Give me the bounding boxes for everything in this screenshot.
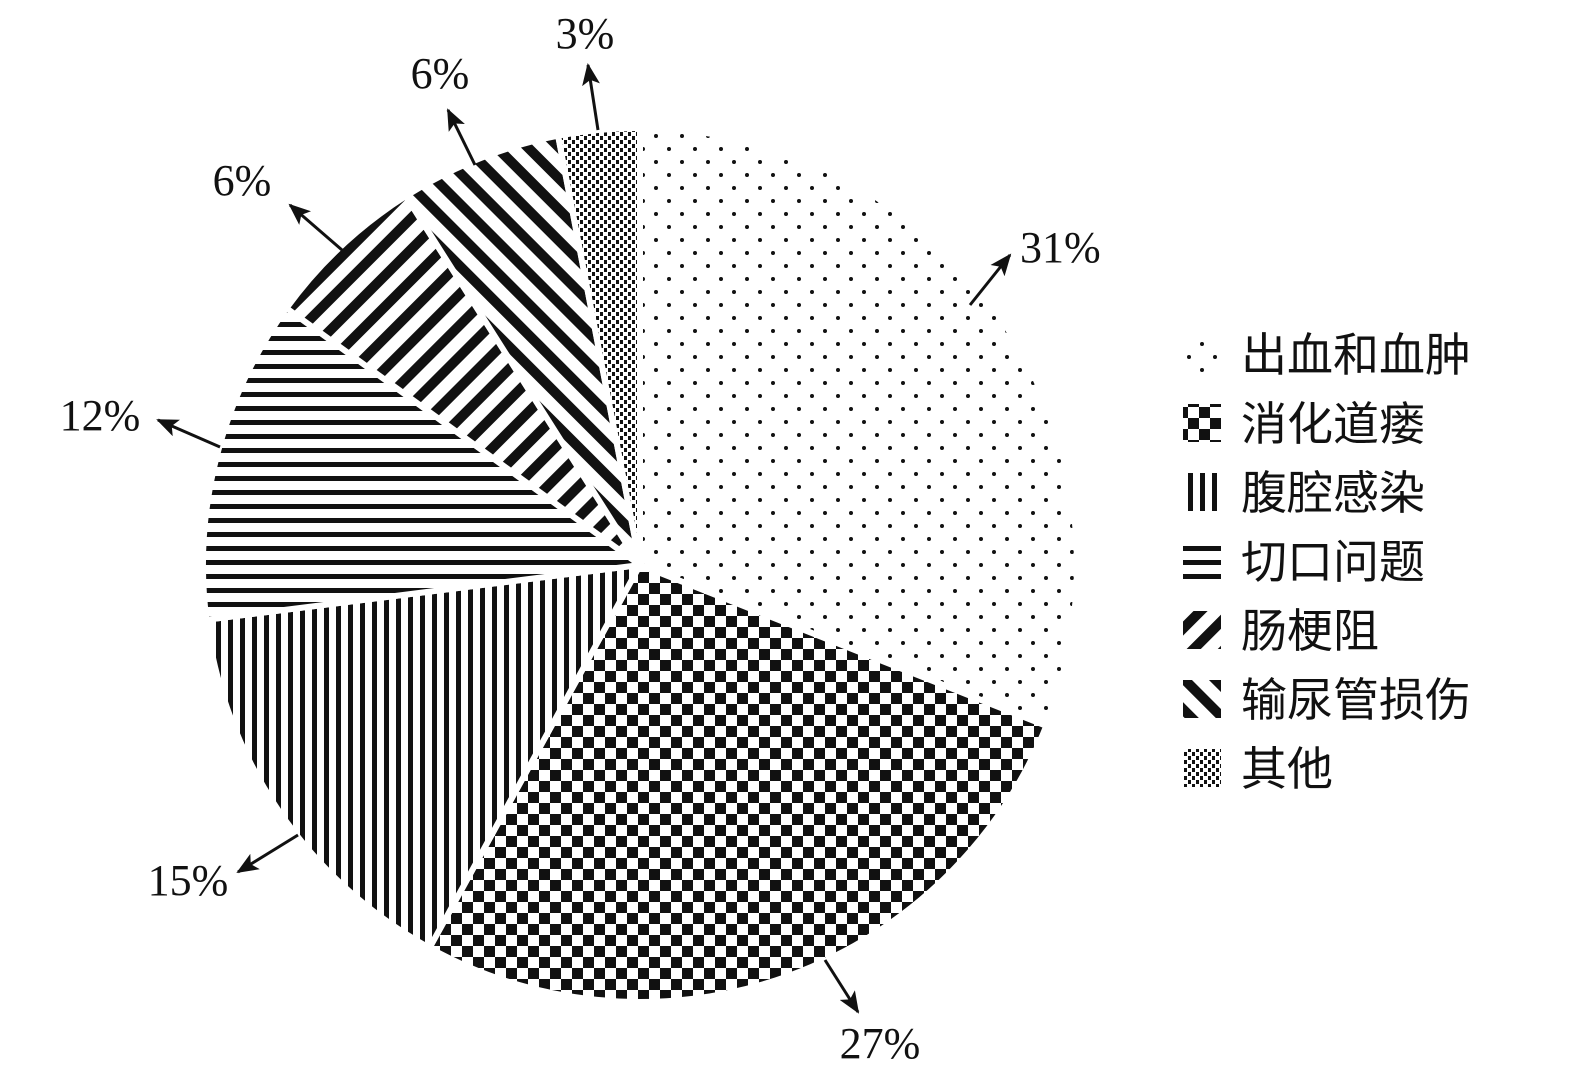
label-pointer-arrow xyxy=(582,63,600,131)
legend-swatch xyxy=(1183,404,1221,442)
legend-label: 出血和血肿 xyxy=(1241,328,1471,382)
legend-label: 肠梗阻 xyxy=(1241,604,1379,658)
pie-slices xyxy=(200,124,1080,1005)
slice-percent-label: 6% xyxy=(411,49,470,98)
legend-swatch xyxy=(1183,335,1221,373)
pie-slice xyxy=(554,124,643,566)
legend-swatch xyxy=(1183,473,1221,511)
legend-label: 腹腔感染 xyxy=(1241,466,1425,520)
slice-percent-label: 12% xyxy=(60,391,141,440)
pie-slice xyxy=(203,561,646,953)
pie-slice xyxy=(425,561,1051,1005)
legend-swatch xyxy=(1183,611,1221,649)
pie-slice xyxy=(637,124,1080,730)
legend-swatch xyxy=(1183,542,1221,580)
pie-slice xyxy=(401,132,643,567)
label-pointer-arrow xyxy=(968,253,1012,306)
label-pointers xyxy=(156,63,1012,1014)
pie-slice xyxy=(200,303,648,624)
legend-label: 切口问题 xyxy=(1241,535,1425,589)
legend-swatch xyxy=(1183,680,1221,718)
legend-swatch xyxy=(1183,749,1221,787)
pie-slice xyxy=(282,191,643,568)
label-pointer-arrow xyxy=(156,418,221,449)
legend-label: 消化道瘘 xyxy=(1241,397,1425,451)
label-pointer-arrow xyxy=(823,959,860,1014)
slice-percent-label: 31% xyxy=(1020,223,1101,272)
label-pointer-arrow xyxy=(446,108,477,166)
slice-percent-label: 6% xyxy=(213,156,272,205)
slice-percent-label: 15% xyxy=(148,856,229,905)
label-pointer-arrow xyxy=(288,203,343,252)
legend-label: 输尿管损伤 xyxy=(1241,673,1471,727)
label-pointer-arrow xyxy=(236,833,299,874)
percent-labels: 31% 27% 15% 12% 6% 6% 3% xyxy=(60,9,1101,1068)
slice-percent-label: 27% xyxy=(840,1019,921,1068)
slice-percent-label: 3% xyxy=(556,9,615,58)
legend-label: 其他 xyxy=(1241,742,1333,796)
